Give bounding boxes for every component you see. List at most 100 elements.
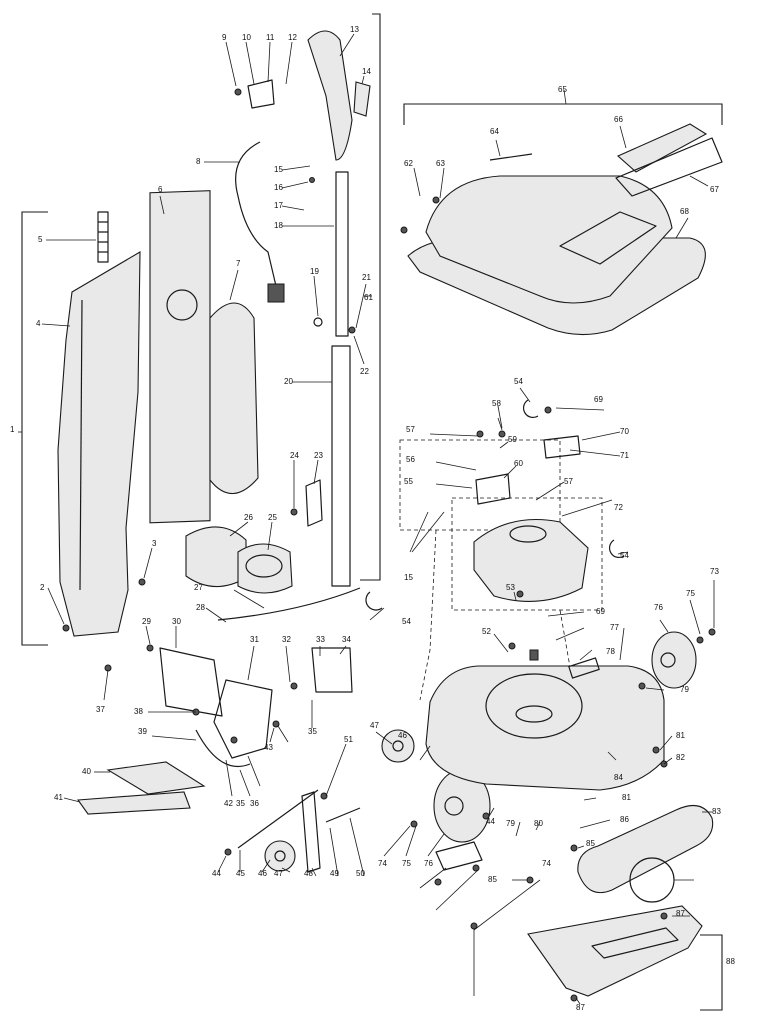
callout-15-2: 15 (404, 573, 413, 582)
callout-54-2: 54 (620, 551, 629, 560)
callout-35-2: 35 (236, 799, 245, 808)
callout-37: 37 (96, 705, 105, 714)
clip-53-low (365, 591, 383, 611)
bracket-59 (475, 473, 511, 505)
callout-73: 73 (710, 567, 719, 576)
callout-69-2: 69 (596, 607, 605, 616)
callout-86: 86 (620, 815, 629, 824)
wheel-45-lower-hub (274, 850, 286, 862)
callout-81-2: 81 (622, 793, 631, 802)
hood-window (559, 211, 657, 265)
fan-opening (515, 705, 553, 723)
pivot-30 (213, 679, 273, 759)
bottom-plate-85 (527, 905, 703, 997)
clip-53-right (608, 539, 625, 559)
callout-33: 33 (316, 635, 325, 644)
callout-83: 83 (712, 807, 721, 816)
callout-36: 36 (250, 799, 259, 808)
hose-26 (185, 526, 247, 588)
bracket-64 (403, 103, 723, 125)
callout-79-2: 79 (506, 819, 515, 828)
callout-55: 55 (404, 477, 413, 486)
callout-13: 13 (350, 25, 359, 34)
callout-34: 34 (342, 635, 351, 644)
callout-31: 31 (250, 635, 259, 644)
callout-69: 69 (594, 395, 603, 404)
callout-60: 60 (514, 459, 523, 468)
callout-1: 1 (10, 425, 15, 434)
callout-25: 25 (268, 513, 277, 522)
callout-84: 84 (614, 773, 623, 782)
callout-57-2: 57 (564, 477, 573, 486)
callout-65: 65 (558, 85, 567, 94)
callout-51: 51 (344, 735, 353, 744)
callout-4: 4 (36, 319, 41, 328)
callout-72: 72 (614, 503, 623, 512)
callout-17: 17 (274, 201, 283, 210)
callout-54: 54 (514, 377, 523, 386)
callout-75-2: 75 (402, 859, 411, 868)
leader-lines (18, 33, 715, 1005)
callout-23: 23 (314, 451, 323, 460)
bag-seam (79, 299, 83, 591)
callout-22: 22 (360, 367, 369, 376)
lever-46 (301, 791, 321, 873)
callout-82: 82 (676, 753, 685, 762)
lower-tube-20 (331, 345, 351, 587)
callout-67: 67 (710, 185, 719, 194)
latch-63 (489, 153, 533, 161)
callout-76: 76 (654, 603, 663, 612)
motor-71 (473, 519, 589, 602)
callout-3: 3 (152, 539, 157, 548)
callout-21: 21 (362, 273, 371, 282)
callout-44-2: 44 (486, 817, 495, 826)
callout-7: 7 (236, 259, 241, 268)
callout-70: 70 (620, 427, 629, 436)
callout-41: 41 (54, 793, 63, 802)
inner-bag-7 (209, 302, 259, 494)
callout-43: 43 (264, 743, 273, 752)
bracket-60 (360, 13, 381, 581)
callout-87: 87 (676, 909, 685, 918)
callout-71: 71 (620, 451, 629, 460)
callout-50: 50 (356, 869, 365, 878)
callout-10: 10 (242, 33, 251, 42)
wheel-45-upper-hub (392, 740, 404, 752)
callout-42: 42 (224, 799, 233, 808)
motor-group-box-52 (451, 497, 603, 611)
callout-88: 88 (726, 957, 735, 966)
wheel-45-lower (264, 840, 296, 872)
cord-8 (235, 141, 277, 287)
callout-40: 40 (82, 767, 91, 776)
callout-85-2: 85 (586, 839, 595, 848)
callout-62: 62 (404, 159, 413, 168)
callout-76-2: 76 (424, 859, 433, 868)
callout-78: 78 (606, 647, 615, 656)
pedal-39 (76, 791, 191, 815)
callout-48: 48 (304, 869, 313, 878)
callout-6: 6 (158, 185, 163, 194)
callout-80: 80 (534, 819, 543, 828)
bracket-1 (21, 211, 48, 646)
bag-liner-6 (149, 190, 211, 524)
callout-53: 53 (506, 583, 515, 592)
callout-75: 75 (686, 589, 695, 598)
callout-15: 15 (274, 165, 283, 174)
callout-68: 68 (680, 207, 689, 216)
callout-74: 74 (542, 859, 551, 868)
callout-14: 14 (362, 67, 371, 76)
callout-61: 61 (364, 293, 373, 302)
callout-44: 44 (212, 869, 221, 878)
bracket-85 (700, 934, 723, 1011)
motor-group-box-15 (399, 439, 561, 531)
bracket-70 (543, 435, 581, 459)
callout-46: 46 (258, 869, 267, 878)
callout-16: 16 (274, 183, 283, 192)
spring-37 (195, 729, 251, 768)
wire-15-lower (217, 587, 361, 621)
handle-tube-18 (335, 171, 349, 337)
callout-47: 47 (274, 869, 283, 878)
callout-52: 52 (482, 627, 491, 636)
callout-77: 77 (610, 623, 619, 632)
